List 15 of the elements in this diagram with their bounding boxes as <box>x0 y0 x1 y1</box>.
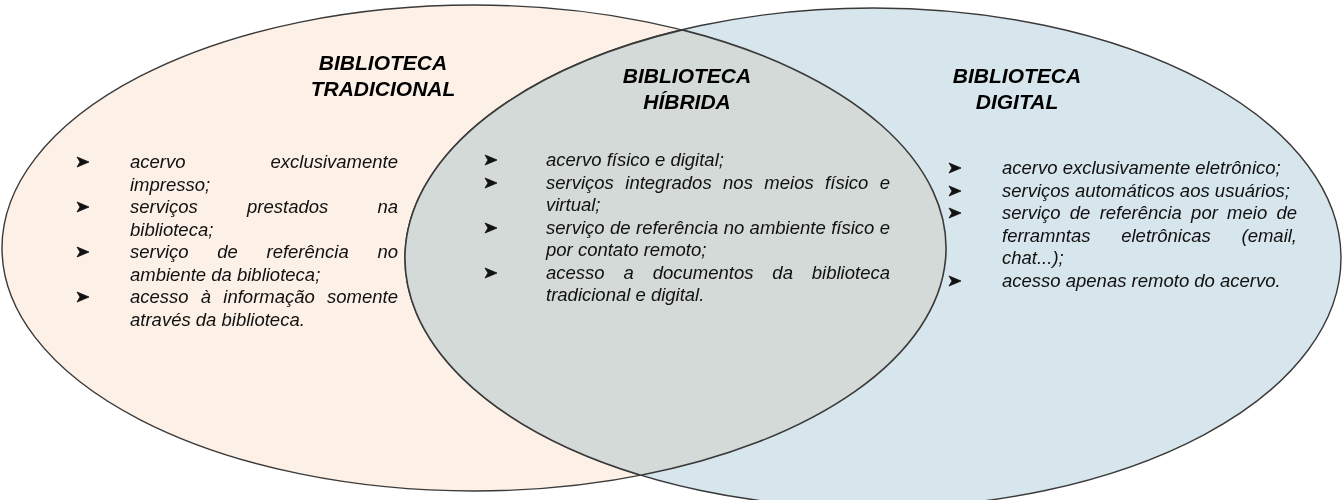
list-item-text: serviços automáticos aos usuários; <box>1002 179 1291 202</box>
list-item-text: acervo físico e digital; <box>546 149 725 172</box>
list-item-text: acesso a documentos da biblioteca tradicional e digital. <box>546 261 890 307</box>
list-item-text: acesso à informação somente através da biblioteca. <box>130 286 398 331</box>
list-item-text: serviços integrados nos meios físico e virtual; <box>546 171 890 217</box>
list-item-text: serviço de referência por meio de ferramntas eletrônicas (email, chat...); <box>1002 202 1297 270</box>
list-item-text: acervo exclusivamente eletrônico; <box>1002 157 1282 180</box>
list-item-text: acesso apenas remoto do acervo. <box>1002 269 1282 292</box>
list-item-text: acervo exclusivamente impresso; <box>130 151 398 196</box>
set-title: BIBLIOTECA HÍBRIDA <box>621 63 753 115</box>
list-item-text: serviços prestados na biblioteca; <box>130 196 398 241</box>
list-item-text: serviço de referência no ambiente da biblioteca; <box>130 241 398 286</box>
set-title: BIBLIOTECA TRADICIONAL <box>309 50 457 102</box>
list-item-text: serviço de referência no ambiente físico e por contato remoto; <box>546 216 890 262</box>
set-title: BIBLIOTECA DIGITAL <box>951 63 1083 115</box>
